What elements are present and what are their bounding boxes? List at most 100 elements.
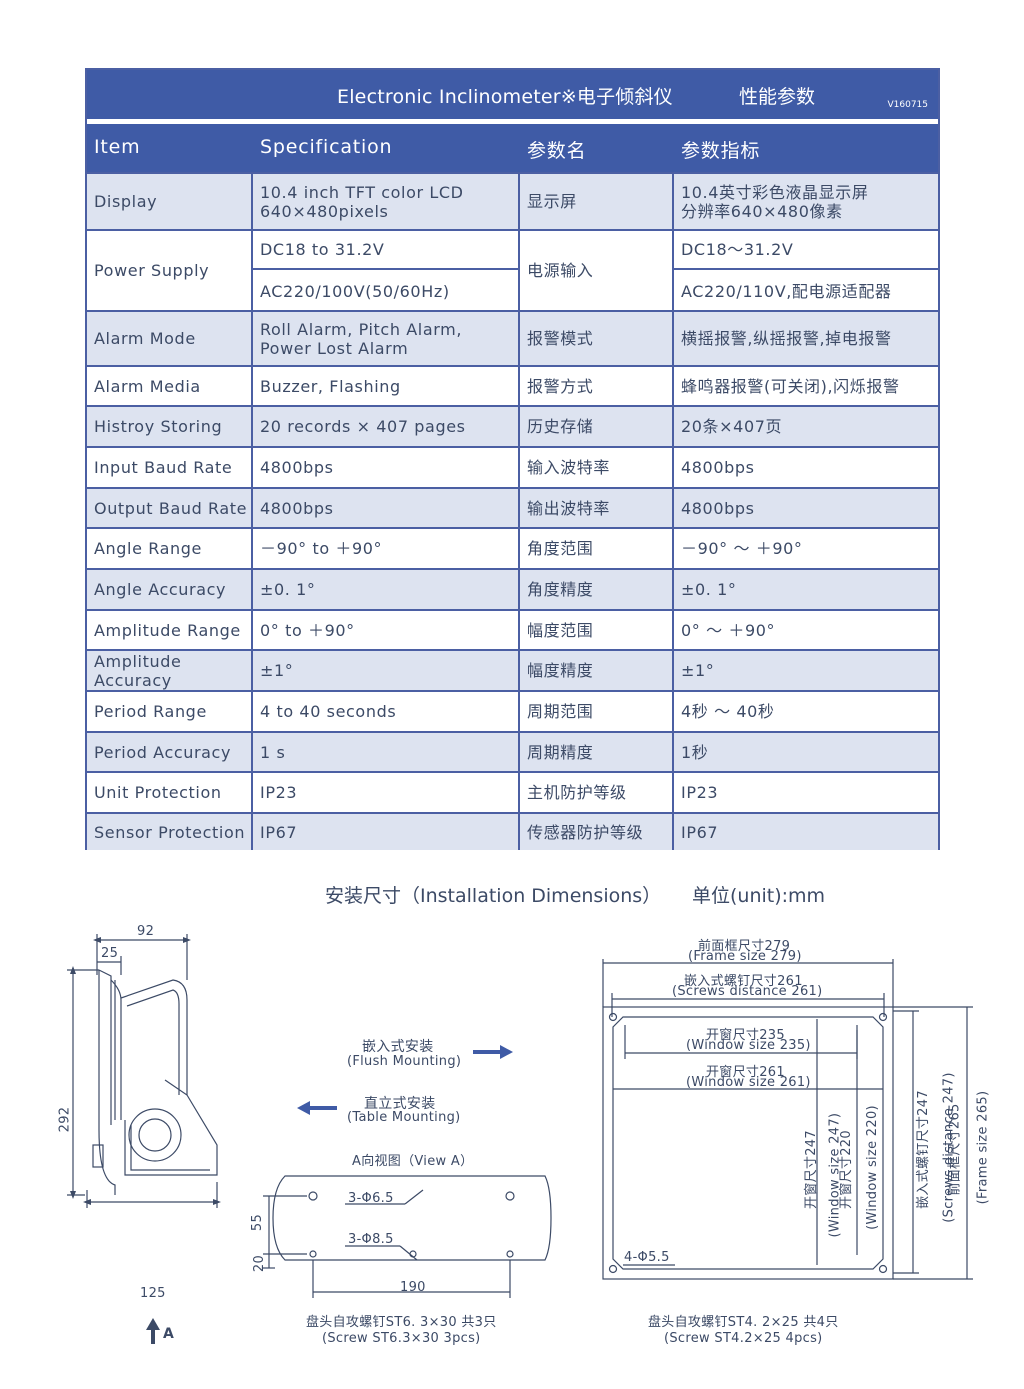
cell-spec: 4800bps xyxy=(251,489,518,527)
cell-value-cn: 20条×407页 xyxy=(672,407,940,446)
v-window-220-cn: 开窗尺寸220 xyxy=(838,1130,854,1209)
cell-item: Input Baud Rate xyxy=(94,458,233,477)
table-row: Alarm Media Buzzer, Flashing 报警方式 蜂鸣器报警(… xyxy=(87,365,938,405)
inner-frame xyxy=(612,1016,884,1270)
window-261-cn: 开窗尺寸261 xyxy=(706,1065,785,1080)
cell-name-cn: 显示屏 xyxy=(518,174,672,229)
cell-value-cn: 0° ～ ＋90° xyxy=(672,611,940,649)
flush-arrow-icon xyxy=(473,1045,513,1059)
hole-label-85: 3-Φ8.5 xyxy=(348,1232,394,1247)
bracket xyxy=(120,979,188,1095)
screw-spec-en-front: (Screw ST4.2×25 4pcs) xyxy=(664,1331,823,1346)
v-screws-247-cn: 嵌入式螺钉尺寸247 xyxy=(915,1090,931,1209)
cell-name-cn: 电源输入 xyxy=(518,231,672,310)
window-235-cn: 开窗尺寸235 xyxy=(706,1028,785,1043)
screw-spec-en-a: (Screw ST6.3×30 3pcs) xyxy=(322,1331,481,1346)
screws-distance-en: (Screws distance 261) xyxy=(672,984,823,999)
cell-name-cn: 角度范围 xyxy=(518,529,672,568)
front-view-drawing xyxy=(602,959,973,1280)
cell-item: Alarm Media xyxy=(94,376,201,396)
header-value-cn: 参数指标 xyxy=(681,140,761,162)
dim-55: 55 xyxy=(250,1213,266,1232)
table-row: Input Baud Rate 4800bps 输入波特率 4800bps xyxy=(87,446,938,487)
cell-spec: DC18 to 31.2V xyxy=(253,231,518,270)
cell-name-cn: 角度精度 xyxy=(518,570,672,609)
mount-hole xyxy=(878,1264,888,1274)
mount-hole xyxy=(608,1012,618,1022)
cell-spec: IP23 xyxy=(251,773,518,812)
table-row: Display 10.4 inch TFT color LCD 640×480p… xyxy=(87,172,938,229)
cell-name-cn: 输出波特率 xyxy=(518,489,672,527)
cell-value-cn: 1秒 xyxy=(672,733,940,771)
cell-value-cn: 10.4英寸彩色液晶显示屏 分辨率640×480像素 xyxy=(672,174,940,229)
table-row: Alarm Mode Roll Alarm, Pitch Alarm, Powe… xyxy=(87,310,938,365)
cell-name-cn: 输入波特率 xyxy=(518,448,672,487)
outer-frame xyxy=(602,1006,894,1280)
separator xyxy=(87,119,938,124)
v-frame-265-en: (Frame size 265) xyxy=(975,1090,991,1205)
cell-value-cn: ±0. 1° xyxy=(672,570,940,609)
cell-value-cn: IP67 xyxy=(672,814,940,850)
cell-spec: 1 s xyxy=(251,733,518,771)
cell-spec: Buzzer, Flashing xyxy=(251,367,518,405)
table-row: Amplitude Range 0° to ＋90° 幅度范围 0° ～ ＋90… xyxy=(87,609,938,649)
table-row: Unit Protection IP23 主机防护等级 IP23 xyxy=(87,771,938,812)
view-a-label: A xyxy=(163,1326,175,1342)
cell-value-group: DC18～31.2V AC220/110V,配电源适配器 xyxy=(672,231,940,310)
table-mounting-en: (Table Mounting) xyxy=(347,1110,461,1125)
cell-spec: AC220/100V(50/60Hz) xyxy=(260,281,450,301)
view-a-title: A向视图（View A） xyxy=(352,1154,474,1169)
table-row: Angle Accuracy ±0. 1° 角度精度 ±0. 1° xyxy=(87,568,938,609)
table-row: Period Range 4 to 40 seconds 周期范围 4秒 ～ 4… xyxy=(87,690,938,731)
unit-label: 单位(unit):mm xyxy=(692,885,826,907)
mount-hole xyxy=(878,1012,888,1022)
dim-190: 190 xyxy=(400,1280,426,1295)
table-arrow-icon xyxy=(297,1101,337,1115)
cell-item: Histroy Storing xyxy=(94,417,223,436)
hole-label-65: 3-Φ6.5 xyxy=(348,1191,394,1206)
cell-spec: 4800bps xyxy=(251,448,518,487)
cell-spec: －90° to ＋90° xyxy=(251,529,518,568)
connector xyxy=(92,1144,104,1168)
cell-item: Alarm Mode xyxy=(94,329,196,348)
cell-item: Amplitude Range xyxy=(94,620,241,640)
cell-value-cn: AC220/110V,配电源适配器 xyxy=(681,281,892,301)
table-mounting-cn: 直立式安装 xyxy=(364,1096,436,1112)
spec-table: Electronic Inclinometer※电子倾斜仪 性能参数 V1607… xyxy=(85,68,940,850)
window-235-en: (Window size 235) xyxy=(686,1038,811,1053)
hole xyxy=(506,1250,514,1258)
cell-spec: 0° to ＋90° xyxy=(251,611,518,649)
cell-value-cn: 横摇报警,纵摇报警,掉电报警 xyxy=(672,312,940,365)
cell-spec-group: DC18 to 31.2V AC220/100V(50/60Hz) xyxy=(251,231,518,310)
table-row: Amplitude Accuracy ±1° 幅度精度 ±1° xyxy=(87,649,938,690)
cell-spec: 4 to 40 seconds xyxy=(251,692,518,731)
frame-size-en: (Frame size 279) xyxy=(688,949,802,964)
cell-item: Period Accuracy xyxy=(94,742,232,762)
cell-value-cn: IP23 xyxy=(672,773,940,812)
mount-hole xyxy=(608,1264,618,1274)
frame-size-cn: 前面框尺寸279 xyxy=(698,939,791,954)
dim-92: 92 xyxy=(137,924,155,939)
screw-spec-cn-a: 盘头自攻螺钉ST6. 3×30 共3只 xyxy=(306,1315,497,1330)
header-name-cn: 参数名 xyxy=(527,140,587,162)
dim-25: 25 xyxy=(101,946,119,961)
cell-name-cn: 周期精度 xyxy=(518,733,672,771)
table-row: Sensor Protection IP67 传感器防护等级 IP67 xyxy=(87,812,938,850)
cell-spec: ±1° xyxy=(251,651,518,690)
dim-20: 20 xyxy=(252,1254,268,1273)
knob xyxy=(128,1108,182,1162)
cell-name-cn: 主机防护等级 xyxy=(518,773,672,812)
cell-item: Display xyxy=(94,192,158,211)
version-label: V160715 xyxy=(887,100,928,110)
hole xyxy=(308,1191,318,1201)
view-a-arrow xyxy=(146,1318,160,1344)
table-header: Item Specification 参数名 参数指标 xyxy=(87,124,938,172)
window-261-en: (Window size 261) xyxy=(686,1075,811,1090)
cell-name-cn: 周期范围 xyxy=(518,692,672,731)
screws-distance-cn: 嵌入式螺钉尺寸261 xyxy=(684,974,803,989)
holes-label: 4-Φ5.5 xyxy=(624,1250,670,1265)
title-bar: Electronic Inclinometer※电子倾斜仪 性能参数 V1607… xyxy=(87,70,938,119)
cell-name-cn: 历史存储 xyxy=(518,407,672,446)
cell-spec: IP67 xyxy=(251,814,518,850)
hole xyxy=(309,1250,317,1258)
